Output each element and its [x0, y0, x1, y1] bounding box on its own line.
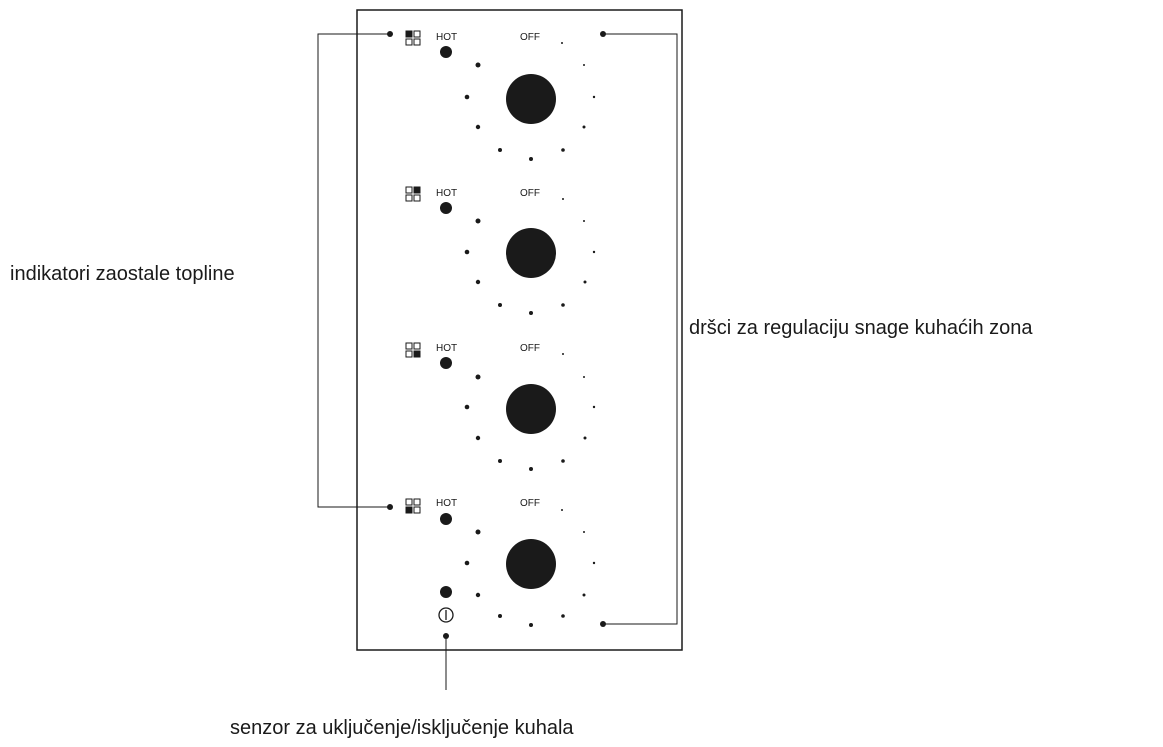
power-knob[interactable]	[506, 539, 556, 589]
power-sensor-label: senzor za uključenje/isključenje kuhala	[230, 717, 574, 739]
power-indicator-light	[440, 586, 452, 598]
zone-top-right-icon	[405, 186, 421, 202]
residual-heat-indicator	[440, 357, 452, 369]
off-label: OFF	[520, 343, 540, 354]
power-icon[interactable]	[438, 607, 454, 623]
cooking-zone-3: HOT OFF	[405, 342, 596, 471]
power-level-dots	[464, 353, 596, 471]
power-knob[interactable]	[506, 384, 556, 434]
residual-heat-indicator	[440, 513, 452, 525]
zone-bottom-right-icon	[405, 342, 421, 358]
cooking-zone-4: HOT OFF	[405, 498, 596, 627]
power-level-dots	[464, 42, 596, 161]
power-knob[interactable]	[506, 74, 556, 124]
zone-bottom-left-icon	[405, 498, 421, 514]
hot-label: HOT	[436, 188, 457, 199]
knob-bracket	[600, 31, 678, 627]
power-level-dots	[464, 509, 596, 627]
cooking-zone-2: HOT OFF	[405, 186, 596, 315]
off-label: OFF	[520, 188, 540, 199]
power-knob[interactable]	[506, 228, 556, 278]
off-label: OFF	[520, 32, 540, 43]
panel-outline	[356, 9, 683, 651]
cooking-zone-1: HOT OFF	[405, 30, 596, 161]
power-level-dots	[464, 198, 596, 315]
hot-label: HOT	[436, 498, 457, 509]
residual-heat-label: indikatori zaostale topline	[10, 263, 235, 285]
hot-label: HOT	[436, 32, 457, 43]
residual-heat-bracket	[317, 31, 393, 510]
power-knobs-label: dršci za regulaciju snage kuhaćih zona	[689, 317, 1033, 339]
residual-heat-indicator	[440, 46, 452, 58]
zone-top-left-icon	[405, 30, 421, 46]
residual-heat-indicator	[440, 202, 452, 214]
power-sensor-pointer	[443, 633, 449, 690]
hot-label: HOT	[436, 343, 457, 354]
off-label: OFF	[520, 498, 540, 509]
